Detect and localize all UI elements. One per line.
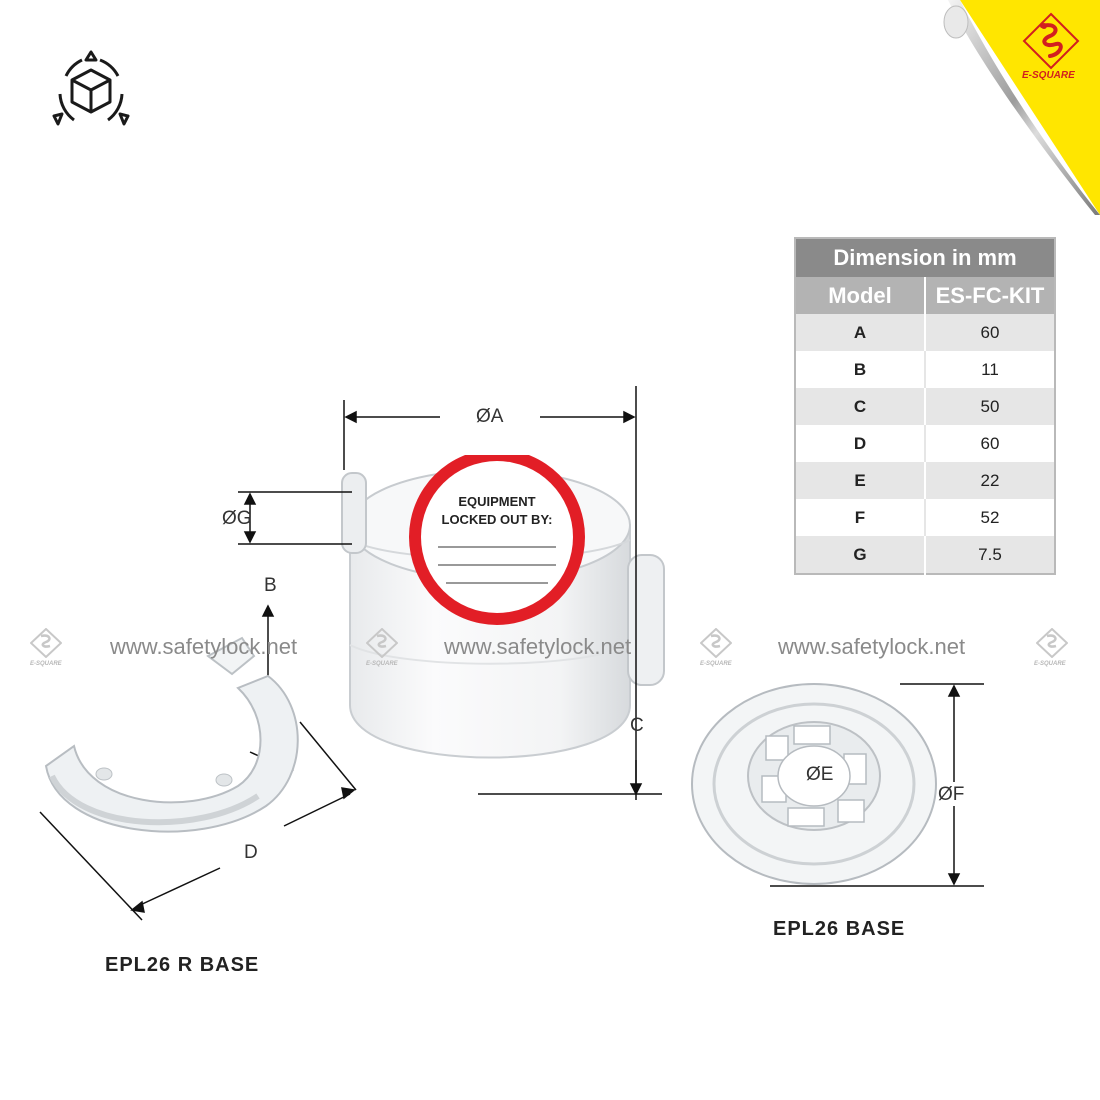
watermark-brand: E-SQUARE <box>700 661 732 667</box>
watermark-url-1: www.safetylock.net <box>110 634 298 659</box>
table-header-model-number: ES-FC-KIT <box>925 277 1055 314</box>
table-header-model: Model <box>795 277 926 314</box>
dimension-a-label: ØA <box>476 406 504 427</box>
base-illustration <box>691 683 937 885</box>
row-value: 60 <box>925 425 1055 462</box>
row-key: D <box>795 425 926 462</box>
label-line-1: EQUIPMENT <box>458 494 536 509</box>
row-value: 11 <box>925 351 1055 388</box>
dimension-e-label: ØE <box>806 764 834 785</box>
watermark-url-3: www.safetylock.net <box>778 634 966 659</box>
r-base-illustration <box>44 636 299 833</box>
row-value: 60 <box>925 314 1055 351</box>
dimension-f-label: ØF <box>938 784 965 805</box>
row-key: E <box>795 462 926 499</box>
cover-illustration <box>341 455 665 759</box>
dimension-g-label: ØG <box>222 508 252 529</box>
row-key: B <box>795 351 926 388</box>
row-key: C <box>795 388 926 425</box>
watermark-brand: E-SQUARE <box>366 661 398 667</box>
dimension-d-label: D <box>244 842 258 863</box>
row-value: 50 <box>925 388 1055 425</box>
row-key: G <box>795 536 926 574</box>
row-key: F <box>795 499 926 536</box>
caption-r-base: EPL26 R BASE <box>105 954 260 976</box>
watermark-logo-icon <box>700 628 732 658</box>
row-value: 22 <box>925 462 1055 499</box>
watermark-logo-icon <box>366 628 398 658</box>
watermark-brand: E-SQUARE <box>30 661 62 667</box>
caption-base: EPL26 BASE <box>773 918 906 940</box>
table-title: Dimension in mm <box>795 238 1055 277</box>
label-line-2: LOCKED OUT BY: <box>441 512 553 527</box>
watermark-url-2: www.safetylock.net <box>444 634 632 659</box>
watermark-logo-icon <box>30 628 62 658</box>
row-key: A <box>795 314 926 351</box>
row-value: 7.5 <box>925 536 1055 574</box>
brand-name: E-SQUARE <box>1022 70 1075 81</box>
e-square-dragon-logo-icon <box>1022 12 1080 70</box>
watermark-brand: E-SQUARE <box>1034 661 1066 667</box>
dimension-b-label: B <box>264 575 277 596</box>
watermark-logo-icon <box>1036 628 1068 658</box>
row-value: 52 <box>925 499 1055 536</box>
dimension-c-label: C <box>630 715 644 736</box>
3d-box-rotate-icon <box>52 50 130 126</box>
